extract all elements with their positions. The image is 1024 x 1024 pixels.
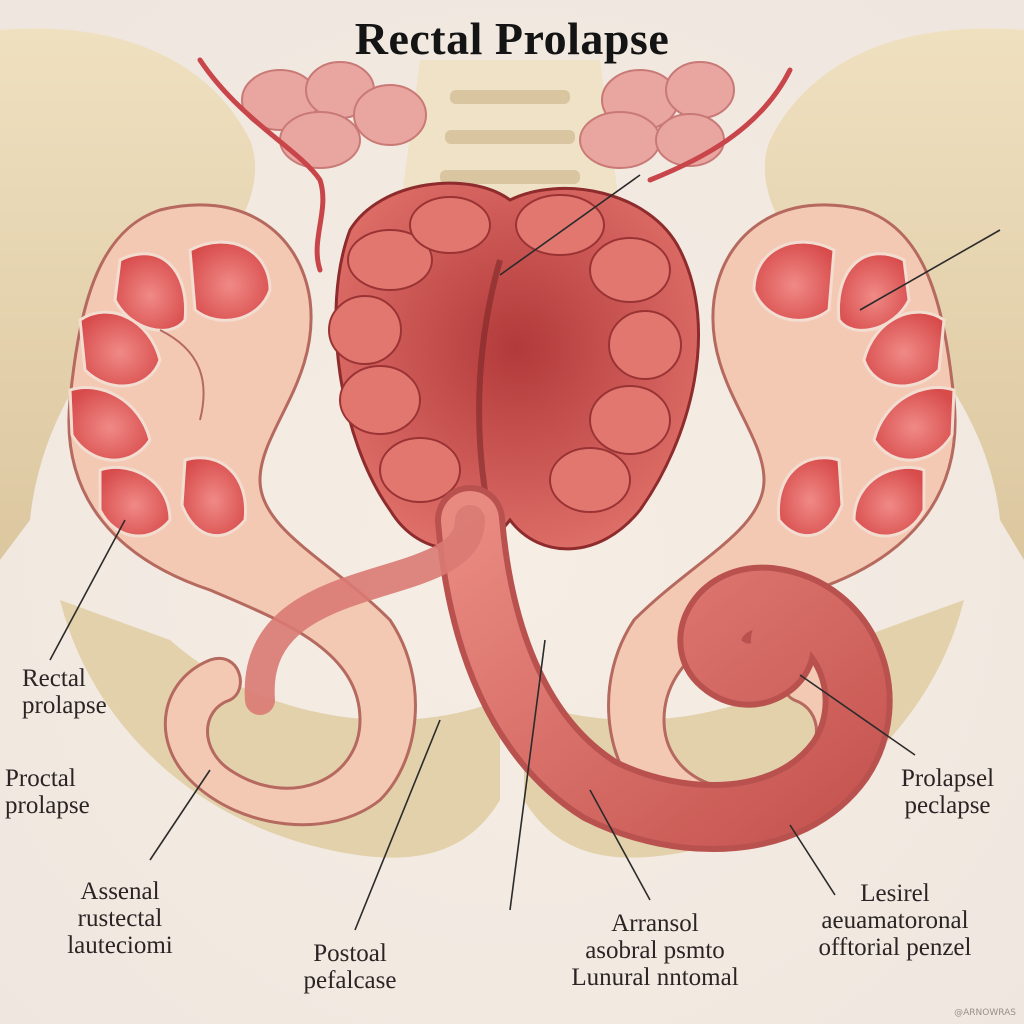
label-line: offtorial penzel (818, 934, 972, 961)
label-line: rustectal (77, 905, 163, 932)
label-line: asobral psmto (585, 937, 725, 964)
label-line: Postoal (313, 940, 387, 967)
label-right-upper: Prolapsel peclapse (875, 765, 1020, 819)
label-line: peclapse (904, 792, 991, 819)
label-bottom-center: Arransol asobral psmto Lunural nntomal (530, 910, 780, 991)
label-right-lower: Lesirel aeuamatoronal offtorial penzel (800, 880, 990, 961)
label-line: aeuamatoronal (821, 907, 969, 934)
page-title: Rectal Prolapse (354, 13, 670, 64)
small-intestine (241, 61, 735, 169)
label-line: Arransol (611, 910, 699, 937)
label-line: Lunural nntomal (571, 964, 739, 991)
left-rectal-wall-section (67, 203, 417, 827)
label-line: Assenal (80, 878, 160, 905)
label-line: Proctal (5, 765, 76, 792)
label-bottom-left: Postoal pefalcase (280, 940, 420, 994)
label-left-lower: Assenal rustectal lauteciomi (50, 878, 190, 959)
blood-vessel (197, 57, 793, 273)
label-line: prolapse (22, 692, 107, 719)
label-line: pefalcase (303, 967, 397, 994)
label-line: Rectal (22, 665, 86, 692)
label-line: Prolapsel (900, 765, 995, 792)
label-left-upper: Rectal prolapse (22, 665, 107, 719)
label-line: lauteciomi (67, 932, 173, 959)
label-line: Lesirel (860, 880, 930, 907)
watermark: @ARNOWRAS (954, 1008, 1016, 1018)
label-line: prolapse (5, 792, 90, 819)
right-rectal-wall-section (607, 203, 957, 827)
prolapsed-rectum (328, 181, 701, 551)
rectal-tube (244, 485, 893, 852)
label-left-middle: Proctal prolapse (5, 765, 90, 819)
pointer-lines (49, 174, 1001, 931)
